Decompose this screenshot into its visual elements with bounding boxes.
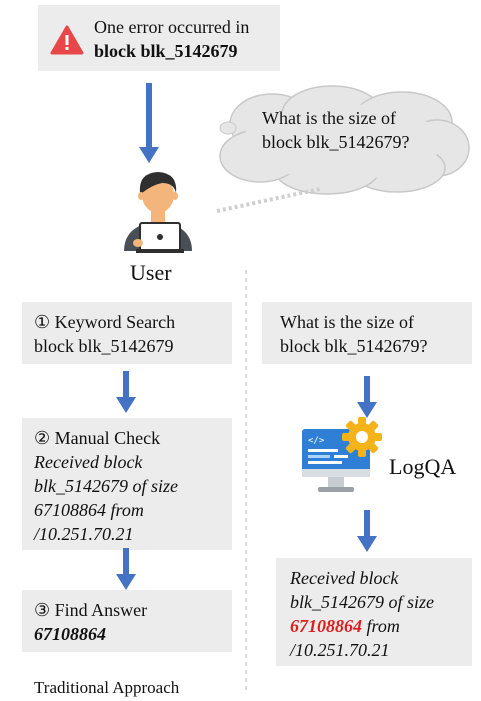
logqa-question-box: What is the size of block blk_5142679? <box>262 302 472 364</box>
logqa-label: LogQA <box>389 454 457 479</box>
logqa-answer-line-4: /10.251.70.21 <box>290 640 390 660</box>
step1-query: block blk_5142679 <box>34 336 174 356</box>
traditional-caption: Traditional Approach <box>34 678 180 697</box>
logqa-answer-line-2: blk_5142679 of size <box>290 592 434 612</box>
user-avatar-icon <box>124 172 192 253</box>
svg-text:</>: </> <box>308 436 325 446</box>
arrow-alert-to-user <box>139 83 159 163</box>
user-label: User <box>130 260 172 285</box>
step2-log-line-2: blk_5142679 of size <box>34 476 178 496</box>
cloud-question-line-2: block blk_5142679? <box>262 132 410 152</box>
step1-keyword-search-box: ① Keyword Search block blk_5142679 <box>22 302 232 364</box>
logqa-question-line-2: block blk_5142679? <box>280 336 428 356</box>
cloud-question-line-1: What is the size of <box>262 108 396 128</box>
logqa-answer-value: 67108864 <box>290 616 362 636</box>
alert-line-2: block blk_5142679 <box>94 41 238 61</box>
step3-answer: 67108864 <box>34 624 106 644</box>
step2-manual-check-box: ② Manual Check Received block blk_514267… <box>22 418 232 550</box>
divider-line <box>245 270 247 690</box>
step1-title: ① Keyword Search <box>34 312 176 332</box>
logqa-answer-line-1: Received block <box>290 568 399 588</box>
logqa-answer-line-3-rest: from <box>362 616 400 636</box>
warning-icon <box>50 25 84 55</box>
cloud-question-text: What is the size of block blk_5142679? <box>262 106 409 154</box>
logqa-question-line-1: What is the size of <box>280 312 414 332</box>
logqa-answer-box: Received block blk_5142679 of size 67108… <box>276 558 472 666</box>
arrow-step2-to-step3 <box>116 548 136 590</box>
alert-line-1: One error occurred in <box>94 17 250 37</box>
step3-find-answer-box: ③ Find Answer 67108864 <box>22 590 232 652</box>
step2-title: ② Manual Check <box>34 428 161 448</box>
thought-cloud <box>219 85 470 195</box>
error-alert-box: One error occurred in block blk_5142679 <box>38 5 280 71</box>
arrow-step1-to-step2 <box>116 371 136 413</box>
step2-log-line-4: /10.251.70.21 <box>34 524 134 544</box>
step2-log-line-3: 67108864 from <box>34 500 144 520</box>
step3-title: ③ Find Answer <box>34 600 148 620</box>
step2-log-line-1: Received block <box>34 452 143 472</box>
arrow-question-to-logqa <box>357 376 377 418</box>
logqa-answer-line-3: 67108864 from <box>290 614 472 638</box>
arrow-logqa-to-answer <box>357 510 377 552</box>
logqa-computer-gear-icon: </> <box>302 417 382 492</box>
thought-connector <box>216 187 321 213</box>
